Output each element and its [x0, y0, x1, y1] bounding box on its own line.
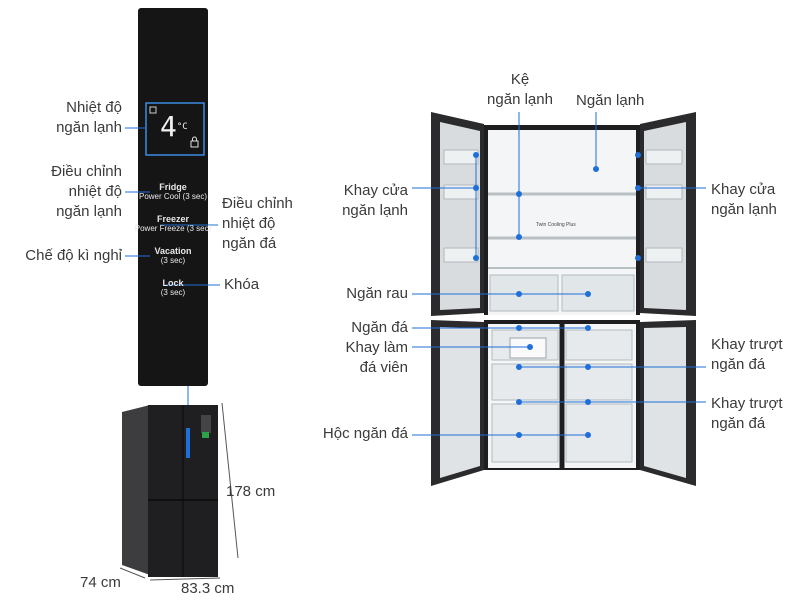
temp-display-frame	[145, 102, 205, 156]
label-line: nhiệt độ	[222, 215, 276, 232]
label-fridge-adjust: Điều chỉnh nhiệt độ ngăn lạnh	[20, 162, 122, 222]
interior-badge: Twin Cooling Plus	[536, 222, 576, 228]
panel-button-vacation[interactable]: Vacation (3 sec)	[133, 246, 213, 266]
label-ice-maker: Khay làm đá viên	[300, 338, 408, 378]
label-freezer-slide-2: Khay trượt ngăn đá	[711, 394, 783, 434]
marker-dot	[516, 325, 522, 331]
label-line: ngăn đá	[711, 356, 766, 373]
dimension-height: 178 cm	[226, 483, 276, 500]
label-vacation: Chế độ kì nghỉ	[25, 247, 122, 264]
dimension-width: 83.3 cm	[181, 580, 235, 597]
freezer-button-sub: Power Freeze (3 sec)	[134, 224, 212, 233]
label-line: ngăn lạnh	[487, 91, 553, 108]
label-line: Kệ	[510, 71, 530, 88]
label-line: ngăn đá	[711, 415, 766, 432]
label-freezer: Ngăn đá	[351, 319, 408, 336]
marker-dot	[527, 344, 533, 350]
marker-dot	[585, 364, 591, 370]
display-indicator-icon	[149, 106, 157, 114]
label-line: Nhiệt độ	[66, 99, 122, 116]
panel-button-freezer[interactable]: Freezer Power Freeze (3 sec)	[133, 214, 213, 234]
label-line: Điều chỉnh	[222, 195, 293, 212]
label-line: đá viên	[359, 359, 408, 376]
marker-dot	[635, 185, 641, 191]
temp-unit: °C	[176, 122, 188, 132]
label-line: ngăn lạnh	[711, 201, 777, 218]
label-door-tray-right: Khay cửa ngăn lạnh	[711, 180, 777, 220]
panel-button-lock[interactable]: Lock (3 sec)	[133, 278, 213, 298]
label-fridge-temp: Nhiệt độ ngăn lạnh	[20, 98, 122, 138]
label-line: Khay trượt	[711, 395, 783, 412]
marker-dot	[585, 291, 591, 297]
marker-dot	[516, 399, 522, 405]
marker-dot	[516, 291, 522, 297]
panel-button-fridge[interactable]: Fridge Power Cool (3 sec)	[133, 182, 213, 202]
dimension-lines	[119, 402, 239, 581]
marker-dot	[593, 166, 599, 172]
label-line: Khay làm	[345, 339, 408, 356]
marker-dot	[516, 364, 522, 370]
temp-readout: 4°C	[160, 113, 188, 141]
marker-dot	[585, 399, 591, 405]
label-fridge-compartment: Ngăn lạnh	[576, 92, 645, 109]
marker-dot	[585, 432, 591, 438]
lock-button-sub: (3 sec)	[160, 288, 186, 297]
vacation-button-label: Vacation	[154, 246, 192, 256]
fridge-button-label: Fridge	[159, 182, 187, 192]
marker-dot	[516, 234, 522, 240]
label-vegetable: Ngăn rau	[346, 285, 408, 302]
label-freezer-slide-1: Khay trượt ngăn đá	[711, 335, 783, 375]
marker-dot	[635, 255, 641, 261]
marker-dot	[473, 152, 479, 158]
label-shelf: Kệ ngăn lạnh	[470, 70, 570, 110]
label-line: nhiệt độ	[68, 183, 122, 200]
label-line: Điều chỉnh	[51, 163, 122, 180]
label-line: Khay cửa	[343, 182, 408, 199]
freezer-button-label: Freezer	[156, 214, 190, 224]
marker-dot	[516, 191, 522, 197]
open-fridge	[431, 112, 696, 486]
label-line: Khay cửa	[711, 181, 776, 198]
label-line: Khay trượt	[711, 336, 783, 353]
fridge-button-sub: Power Cool (3 sec)	[138, 192, 208, 201]
vacation-button-sub: (3 sec)	[160, 256, 186, 265]
lock-button-label: Lock	[162, 278, 184, 288]
label-line: ngăn lạnh	[342, 202, 408, 219]
dimension-depth: 74 cm	[80, 574, 121, 591]
label-lock: Khóa	[224, 276, 260, 293]
marker-dots	[473, 152, 641, 438]
leader-lines	[125, 112, 706, 436]
marker-dot	[473, 185, 479, 191]
marker-dot	[585, 325, 591, 331]
label-freezer-adjust: Điều chỉnh nhiệt độ ngăn đá	[222, 194, 293, 254]
label-line: ngăn lạnh	[56, 203, 122, 220]
marker-dot	[516, 432, 522, 438]
marker-dot	[473, 255, 479, 261]
label-freezer-drawer: Hộc ngăn đá	[322, 425, 408, 442]
label-door-tray-left: Khay cửa ngăn lạnh	[300, 181, 408, 221]
label-line: ngăn đá	[222, 235, 277, 252]
small-fridge	[122, 405, 218, 577]
marker-dot	[635, 152, 641, 158]
label-line: ngăn lạnh	[56, 119, 122, 136]
temp-value: 4	[160, 110, 177, 143]
lock-icon	[190, 136, 199, 148]
